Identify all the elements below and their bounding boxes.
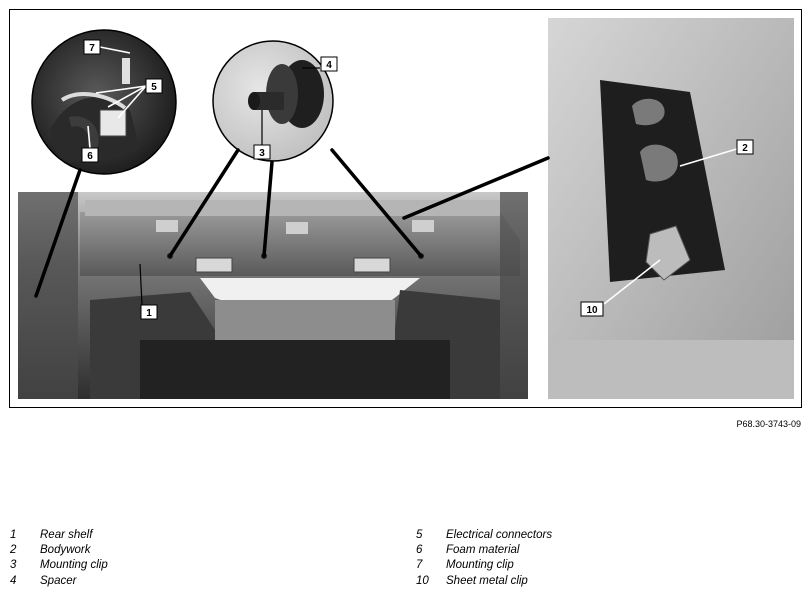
callout-leaders-dark [139, 67, 320, 306]
callout-2: 2 [736, 139, 754, 155]
legend-item: 3 Mounting clip [10, 558, 370, 573]
legend-item-label: Bodywork [40, 544, 91, 557]
legend-item-label: Rear shelf [40, 529, 93, 541]
callout-7: 7 [83, 39, 101, 55]
svg-text:5: 5 [151, 82, 157, 93]
legend-item: 1 Rear shelf [10, 528, 370, 543]
legend-item-label: Spacer [40, 574, 77, 587]
svg-text:3: 3 [259, 148, 265, 159]
legend-item-number: 3 [10, 559, 17, 572]
svg-text:4: 4 [326, 60, 332, 71]
spacer-detail-circle [212, 40, 334, 162]
callout-4: 4 [320, 56, 338, 72]
svg-text:10: 10 [586, 305, 598, 316]
bodywork-detail-photo [548, 18, 794, 399]
legend-item-label: Electrical connectors [446, 529, 553, 541]
legend-item-number: 5 [416, 529, 423, 541]
connector-detail-circle [31, 29, 177, 175]
svg-text:1: 1 [146, 308, 152, 319]
legend-item-label: Mounting clip [446, 559, 514, 572]
svg-text:2: 2 [742, 143, 748, 154]
svg-text:6: 6 [87, 151, 93, 162]
legend-item-number: 2 [10, 544, 17, 557]
callout-6: 6 [81, 147, 99, 163]
legend-left-column: 1 Rear shelf 2 Bodywork 3 Mounting clip … [10, 528, 370, 589]
legend-item-number: 6 [416, 544, 423, 557]
legend-item-number: 1 [10, 529, 17, 541]
legend-item-label: Sheet metal clip [446, 574, 528, 587]
callout-3: 3 [253, 144, 271, 160]
legend-item-number: 7 [416, 559, 423, 572]
callout-1: 1 [140, 304, 158, 320]
legend-item: 2 Bodywork [10, 543, 370, 558]
callout-10: 10 [580, 301, 604, 317]
legend-item: 7 Mounting clip [416, 558, 776, 573]
figure-reference-code: P68.30-3743-09 [736, 419, 801, 429]
callout-5: 5 [145, 78, 163, 94]
legend-item: 6 Foam material [416, 543, 776, 558]
legend-item-number: 4 [10, 574, 17, 587]
trunk-photo [18, 192, 528, 399]
legend-item: 4 Spacer [10, 574, 370, 589]
callout-leaders [87, 46, 741, 305]
pointer-lines [34, 148, 550, 298]
svg-text:7: 7 [89, 43, 95, 54]
legend-item-label: Foam material [446, 544, 520, 557]
legend-right-column: 5 Electrical connectors 6 Foam material … [416, 528, 776, 589]
legend-item-number: 10 [416, 574, 429, 587]
legend-item-label: Mounting clip [40, 559, 108, 572]
legend-item: 5 Electrical connectors [416, 528, 776, 543]
legend-item: 10 Sheet metal clip [416, 574, 776, 589]
